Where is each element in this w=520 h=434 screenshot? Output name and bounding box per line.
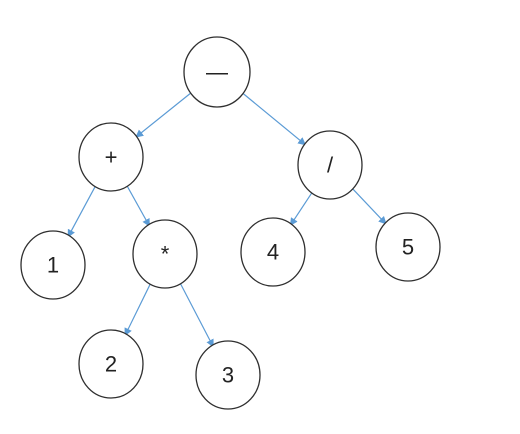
node-label: /	[327, 153, 334, 178]
node-circle	[132, 219, 198, 289]
node-plus: +	[78, 122, 144, 192]
node-circle	[183, 36, 251, 108]
node-label: 5	[402, 235, 414, 260]
node-label: 3	[222, 363, 234, 388]
node-circle	[240, 217, 306, 287]
node-mul: *	[132, 219, 198, 289]
node-div: /	[297, 130, 363, 200]
node-circle	[375, 212, 441, 282]
node-circle	[195, 340, 261, 410]
node-circle	[78, 329, 144, 399]
node-label: +	[105, 145, 118, 170]
node-label: *	[161, 242, 170, 267]
node-n4: 4	[240, 217, 306, 287]
edge-root-to-div	[242, 92, 307, 146]
node-n2: 2	[78, 329, 144, 399]
node-n1: 1	[20, 230, 86, 300]
node-label: 2	[105, 352, 117, 377]
edges-layer	[67, 92, 387, 348]
node-root: —	[183, 36, 251, 108]
edge-div-to-n5	[351, 187, 387, 225]
edge-plus-to-mul	[126, 184, 150, 227]
nodes-layer: — + / 1 * 4 5 2 3	[20, 36, 441, 410]
node-label: 1	[47, 253, 59, 278]
node-label: 4	[267, 240, 279, 265]
edge-mul-to-n3	[179, 282, 214, 348]
edge-root-to-plus	[135, 92, 192, 138]
edge-plus-to-n1	[67, 184, 97, 238]
node-circle	[78, 122, 144, 192]
node-n5: 5	[375, 212, 441, 282]
node-circle	[297, 130, 363, 200]
node-n3: 3	[195, 340, 261, 410]
node-label: —	[206, 60, 228, 85]
edge-div-to-n4	[289, 191, 314, 227]
edge-mul-to-n2	[124, 282, 152, 337]
node-circle	[20, 230, 86, 300]
